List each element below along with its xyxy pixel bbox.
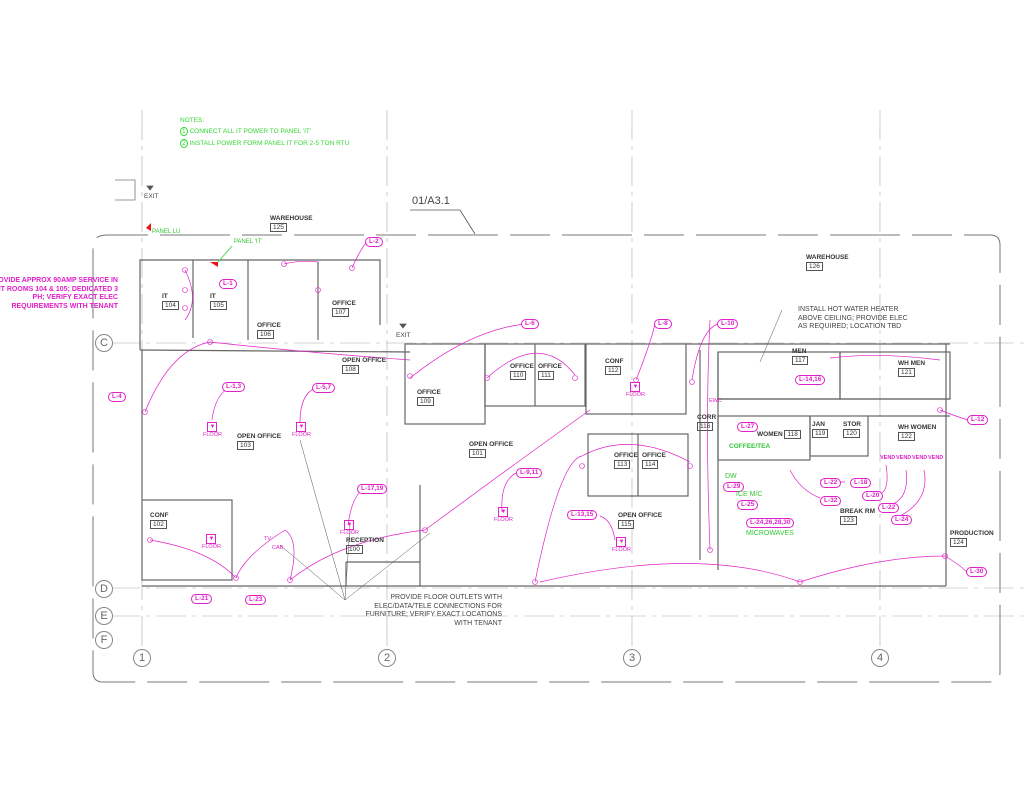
note-1: 1 CONNECT ALL IT POWER TO PANEL 'IT' — [180, 127, 312, 136]
note-text: CONNECT ALL IT POWER TO PANEL 'IT' — [189, 128, 312, 135]
grid-row-e: E — [95, 607, 113, 625]
circuit-tag: L-18 — [850, 478, 872, 488]
circuit-tag: L-9,11 — [516, 468, 543, 478]
coffee-tea-label: COFFEE/TEA — [729, 443, 771, 450]
circuit-tag: L-13,15 — [567, 510, 598, 520]
circuit-tag: L-30 — [966, 567, 988, 577]
room-women-118: WOMEN 118 — [757, 429, 801, 439]
floor-outlet: ▼FLOOR — [340, 520, 359, 536]
hot-water-note: INSTALL HOT WATER HEATER ABOVE CEILING; … — [798, 306, 908, 330]
circuit-tag: L-12 — [967, 415, 989, 425]
grid-row-d: D — [95, 580, 113, 598]
circuit-tag: L-1,3 — [222, 382, 246, 392]
note-marker: 1 — [180, 127, 188, 136]
circuit-tag: L-21 — [191, 594, 213, 604]
circuit-tag: L-8 — [654, 319, 672, 329]
grid-col-4: 4 — [871, 649, 889, 667]
floor-outlet: ▼FLOOR — [292, 422, 311, 438]
circuit-tag: L-5,7 — [312, 383, 336, 393]
grid-col-3: 3 — [623, 649, 641, 667]
circuit-tag: L-23 — [245, 595, 267, 605]
circuit-tag: L-20 — [862, 491, 884, 501]
panel-it-label: PANEL 'IT' — [234, 239, 263, 245]
floor-outlet: ▼FLOOR — [202, 534, 221, 550]
circuit-tag: L-22 — [878, 503, 900, 513]
circuit-tag: L-1 — [219, 279, 237, 289]
service-note: PROVIDE APPROX 90AMP SERVICE IN IT ROOMS… — [0, 277, 118, 310]
circuit-tag: L-22 — [820, 478, 842, 488]
circuit-tag: L-24 — [891, 515, 913, 525]
section-reference: 01/A3.1 — [412, 195, 450, 207]
note-text: INSTALL POWER FORM PANEL IT FOR 2-5 TON … — [189, 140, 350, 147]
dw-label: DW — [725, 473, 737, 480]
grid-row-c: C — [95, 334, 113, 352]
floor-outlet-note: PROVIDE FLOOR OUTLETS WITH ELEC/DATA/TEL… — [365, 594, 502, 627]
floor-outlet: ▼FLOOR — [203, 422, 222, 438]
circuit-tag: L-2 — [365, 237, 383, 247]
vend-label: VEND — [880, 455, 896, 461]
exit-label: EXIT — [144, 193, 159, 200]
floor-outlet: ▼FLOOR — [612, 537, 631, 553]
circuit-tag: L-24,26,28,30 — [746, 518, 795, 528]
floor-outlet: ▼FLOOR — [494, 507, 513, 523]
circuit-tag: L-10 — [717, 319, 739, 329]
panel-lu-label: PANEL LU — [152, 229, 181, 235]
vend-label: VEND — [896, 455, 912, 461]
note-2: 2 INSTALL POWER FORM PANEL IT FOR 2-5 TO… — [180, 139, 350, 148]
circuit-tag: L-17,19 — [357, 484, 388, 494]
grid-row-f: F — [95, 631, 113, 649]
floor-outlet: CAB — [272, 545, 284, 551]
notes-title: NOTES: — [180, 117, 205, 124]
grid-col-2: 2 — [378, 649, 396, 667]
circuit-tag: L-25 — [737, 500, 759, 510]
grid-col-1: 1 — [133, 649, 151, 667]
exit-label: EXIT — [396, 332, 411, 339]
circuit-tag: L-27 — [737, 422, 759, 432]
tv-outlet: TV — [264, 536, 272, 542]
note-marker: 2 — [180, 139, 188, 148]
circuit-tag: L-14,16 — [795, 375, 826, 385]
vend-label: VEND — [912, 455, 928, 461]
ice-machine-label: ICE M/C — [736, 491, 763, 498]
microwaves-label: MICROWAVES — [746, 530, 794, 537]
vend-label: VEND — [928, 455, 944, 461]
circuit-tag: L-6 — [521, 319, 539, 329]
ewc-label: EWC — [709, 398, 722, 404]
circuit-tag: L-32 — [820, 496, 842, 506]
circuit-tag: L-29 — [723, 482, 745, 492]
floor-outlet: ▼FLOOR — [626, 382, 645, 398]
circuit-tag: L-4 — [108, 392, 126, 402]
